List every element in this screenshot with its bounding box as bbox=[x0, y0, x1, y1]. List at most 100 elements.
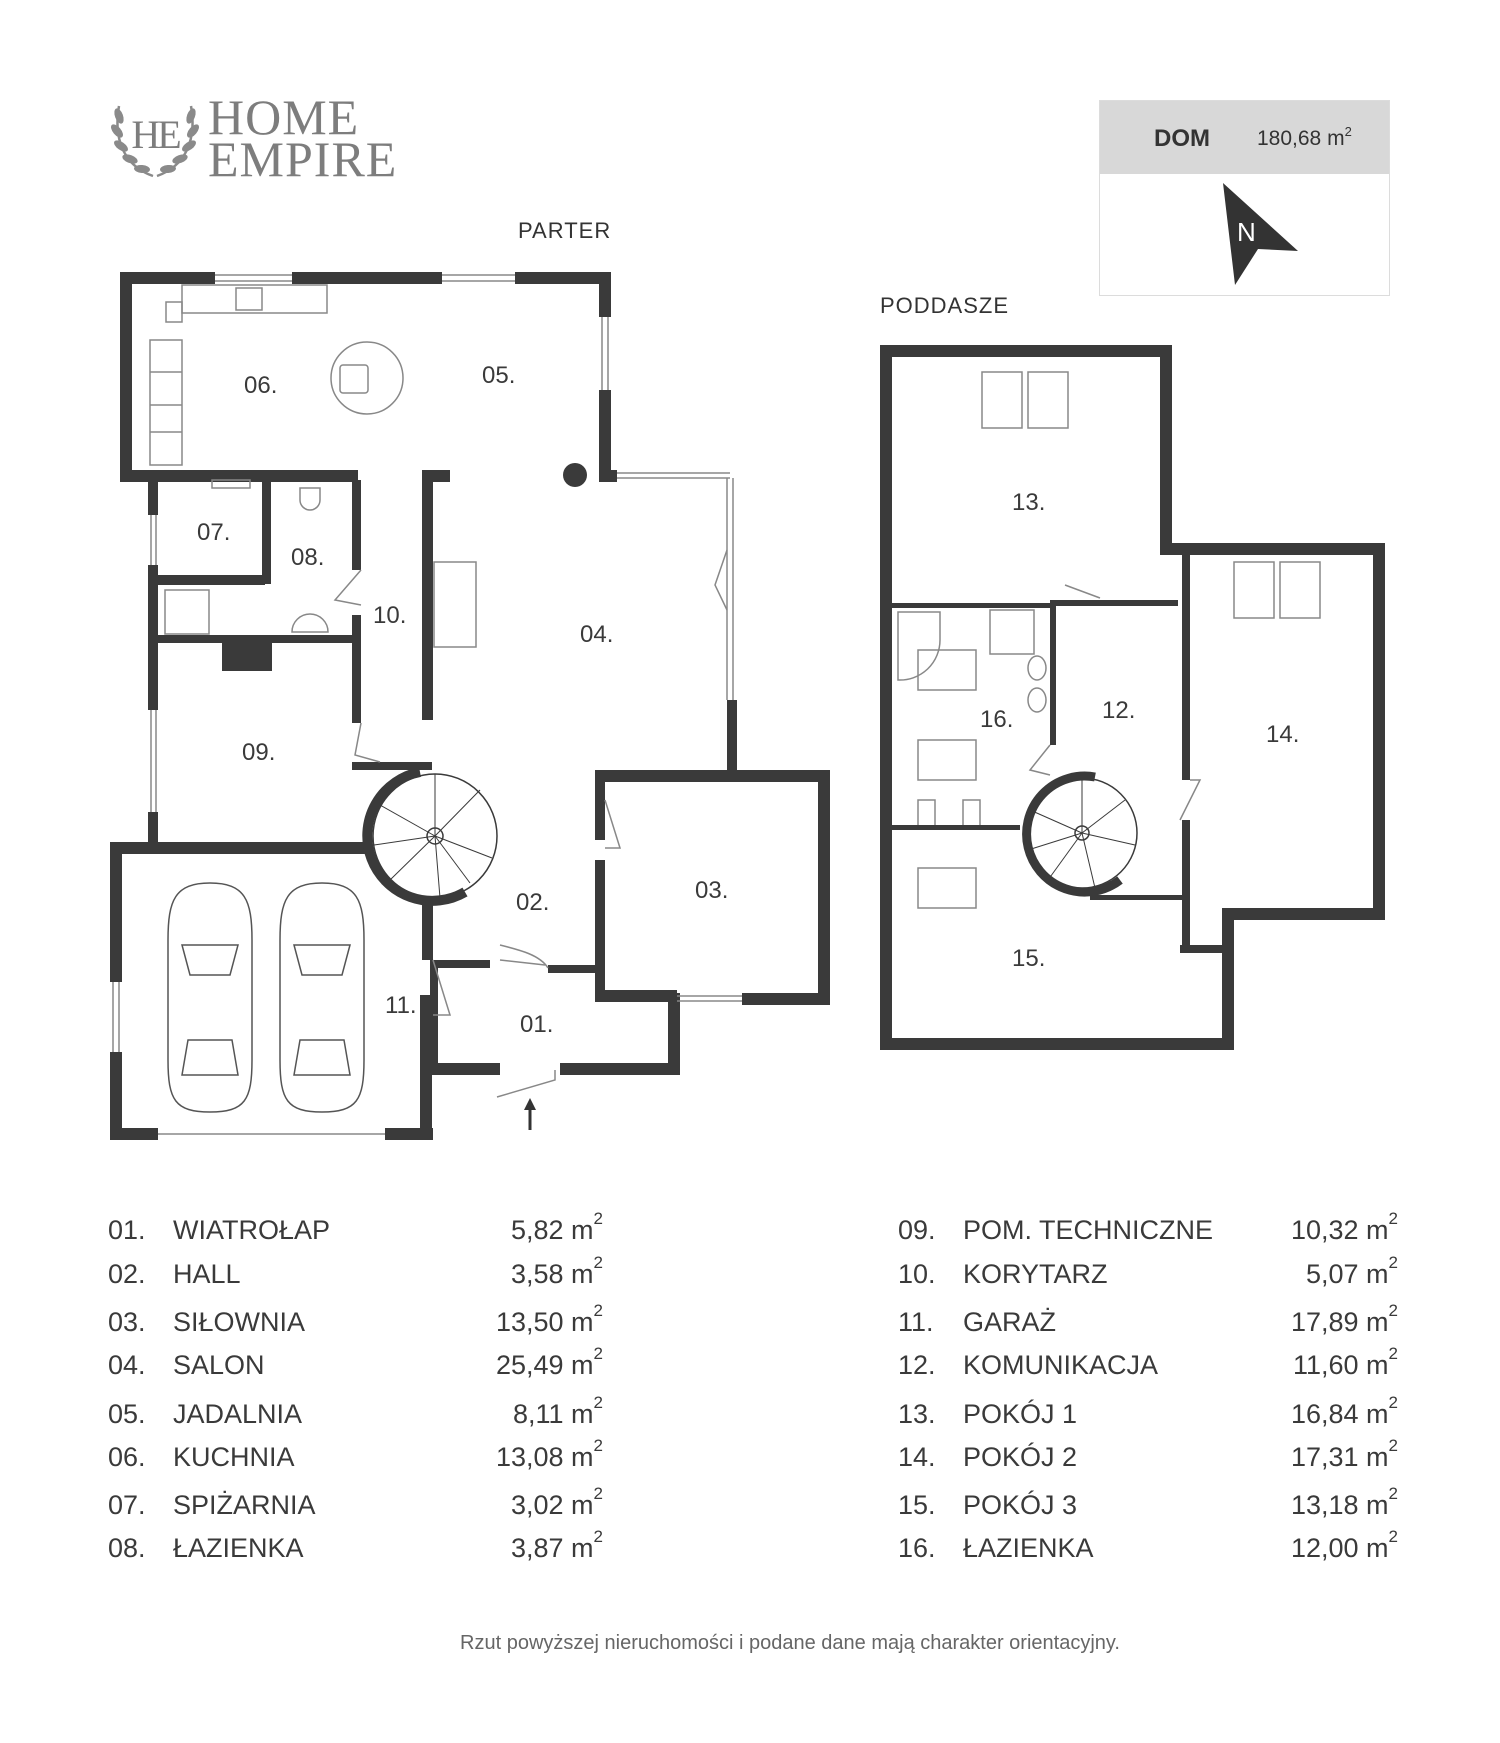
legend-area: 17,89 m2 bbox=[1238, 1301, 1398, 1338]
legend-number: 11. bbox=[898, 1307, 934, 1337]
legend-room-name: ŁAZIENKA bbox=[963, 1533, 1094, 1563]
room-label-05: 05. bbox=[482, 362, 515, 389]
legend-area: 16,84 m2 bbox=[1238, 1393, 1398, 1430]
brand-monogram: HE bbox=[131, 112, 181, 157]
legend-row: 07. SPIŻARNIA 3,02 m2 bbox=[108, 1484, 603, 1534]
legend-area: 5,07 m2 bbox=[1238, 1253, 1398, 1290]
legend-area: 17,31 m2 bbox=[1238, 1436, 1398, 1473]
legend-area-sup: 2 bbox=[1388, 1209, 1398, 1228]
legend-room-name: GARAŻ bbox=[963, 1307, 1057, 1337]
disclaimer-note: Rzut powyższej nieruchomości i podane da… bbox=[460, 1632, 1120, 1654]
attic-walls bbox=[880, 345, 1385, 1050]
legend-number: 02. bbox=[108, 1259, 146, 1289]
legend-number: 13. bbox=[898, 1399, 936, 1429]
legend-row: 13. POKÓJ 1 16,84 m2 bbox=[898, 1393, 1398, 1443]
legend-row: 11. GARAŻ 17,89 m2 bbox=[898, 1301, 1398, 1351]
legend-number: 14. bbox=[898, 1442, 936, 1472]
legend-area-value: 5,82 m bbox=[510, 1215, 594, 1245]
room-label-16: 16. bbox=[980, 706, 1013, 733]
legend-area-sup: 2 bbox=[1388, 1301, 1398, 1320]
legend-row: 01. WIATROŁAP 5,82 m2 bbox=[108, 1209, 603, 1259]
legend-area-sup: 2 bbox=[593, 1301, 603, 1320]
legend-number: 12. bbox=[898, 1350, 936, 1380]
room-label-04: 04. bbox=[580, 621, 613, 648]
garage-cars bbox=[167, 882, 365, 1113]
legend-room-name: SIŁOWNIA bbox=[173, 1307, 306, 1337]
legend-area: 13,18 m2 bbox=[1238, 1484, 1398, 1521]
room-label-10: 10. bbox=[373, 602, 406, 629]
legend-room-name: HALL bbox=[173, 1259, 241, 1289]
ground-floor-walls bbox=[110, 272, 830, 1140]
room-label-06: 06. bbox=[244, 372, 277, 399]
legend-area-value: 3,87 m bbox=[510, 1533, 594, 1563]
legend-number: 16. bbox=[898, 1533, 936, 1563]
summary-label: DOM bbox=[1154, 125, 1210, 152]
north-label: N bbox=[1237, 217, 1256, 247]
attic-spiral-stair bbox=[1022, 771, 1138, 897]
room-labels: 01. 02. 03. 04. 05. 06. 07. 08. 09. 10. … bbox=[197, 362, 1299, 1038]
legend-row: 10. KORYTARZ 5,07 m2 bbox=[898, 1253, 1398, 1303]
legend-area-value: 10,32 m bbox=[1290, 1215, 1389, 1245]
legend-room-name: KORYTARZ bbox=[963, 1259, 1108, 1289]
room-label-01: 01. bbox=[520, 1011, 553, 1038]
legend-number: 08. bbox=[108, 1533, 146, 1563]
legend-area: 10,32 m2 bbox=[1238, 1209, 1398, 1246]
legend-area: 25,49 m2 bbox=[443, 1344, 603, 1381]
legend-area-sup: 2 bbox=[1388, 1436, 1398, 1455]
legend-room-name: KOMUNIKACJA bbox=[963, 1350, 1159, 1380]
legend-area-value: 11,60 m bbox=[1292, 1350, 1389, 1380]
legend-number: 03. bbox=[108, 1307, 146, 1337]
legend-area: 3,87 m2 bbox=[443, 1527, 603, 1564]
legend-number: 05. bbox=[108, 1399, 146, 1429]
ground-spiral-stair bbox=[362, 767, 498, 906]
legend-area-value: 12,00 m bbox=[1290, 1533, 1389, 1563]
legend-area-sup: 2 bbox=[1388, 1393, 1398, 1412]
legend-room-name: POKÓJ 1 bbox=[963, 1399, 1078, 1429]
north-arrow-icon: N bbox=[1223, 183, 1298, 285]
legend-number: 07. bbox=[108, 1490, 146, 1520]
room-label-07: 07. bbox=[197, 519, 230, 546]
legend-area-sup: 2 bbox=[1388, 1484, 1398, 1503]
room-label-09: 09. bbox=[242, 739, 275, 766]
area-summary-box: DOM 180,68 m2 N bbox=[1099, 100, 1390, 296]
legend-area: 3,58 m2 bbox=[443, 1253, 603, 1290]
legend-room-name: POKÓJ 3 bbox=[963, 1490, 1078, 1520]
legend-area-value: 25,49 m bbox=[495, 1350, 594, 1380]
floor-label-ground: PARTER bbox=[518, 218, 611, 243]
legend-room-name: ŁAZIENKA bbox=[173, 1533, 304, 1563]
area-summary-header: DOM 180,68 m2 bbox=[1100, 101, 1389, 174]
legend-area-sup: 2 bbox=[593, 1209, 603, 1228]
legend-area-sup: 2 bbox=[593, 1344, 603, 1363]
legend-area-value: 3,02 m bbox=[510, 1490, 594, 1520]
room-label-15: 15. bbox=[1012, 945, 1045, 972]
legend-area-sup: 2 bbox=[593, 1436, 603, 1455]
room-label-08: 08. bbox=[291, 544, 324, 571]
room-label-02: 02. bbox=[516, 889, 549, 916]
legend-room-name: POKÓJ 2 bbox=[963, 1442, 1078, 1472]
legend-room-name: JADALNIA bbox=[173, 1399, 303, 1429]
room-label-13: 13. bbox=[1012, 489, 1045, 516]
entrance-arrow-icon bbox=[524, 1098, 536, 1130]
brand-name-line-1: HOME bbox=[208, 89, 360, 145]
legend-area-sup: 2 bbox=[1388, 1527, 1398, 1546]
brand-logo: HE HOME EMPIRE bbox=[105, 86, 396, 186]
legend-number: 09. bbox=[898, 1215, 936, 1245]
legend-room-name: SPIŻARNIA bbox=[173, 1490, 316, 1520]
legend-area-value: 5,07 m bbox=[1305, 1259, 1389, 1289]
summary-unit-sup: 2 bbox=[1344, 124, 1352, 139]
legend-area-sup: 2 bbox=[593, 1253, 603, 1272]
legend-number: 01. bbox=[108, 1215, 146, 1245]
legend-number: 10. bbox=[898, 1259, 936, 1289]
legend-area-sup: 2 bbox=[1388, 1253, 1398, 1272]
ground-floor-windows bbox=[112, 274, 742, 1135]
legend-room-name: SALON bbox=[173, 1350, 265, 1380]
legend-area: 3,02 m2 bbox=[443, 1484, 603, 1521]
legend-room-name: WIATROŁAP bbox=[173, 1215, 331, 1245]
legend-number: 15. bbox=[898, 1490, 936, 1520]
